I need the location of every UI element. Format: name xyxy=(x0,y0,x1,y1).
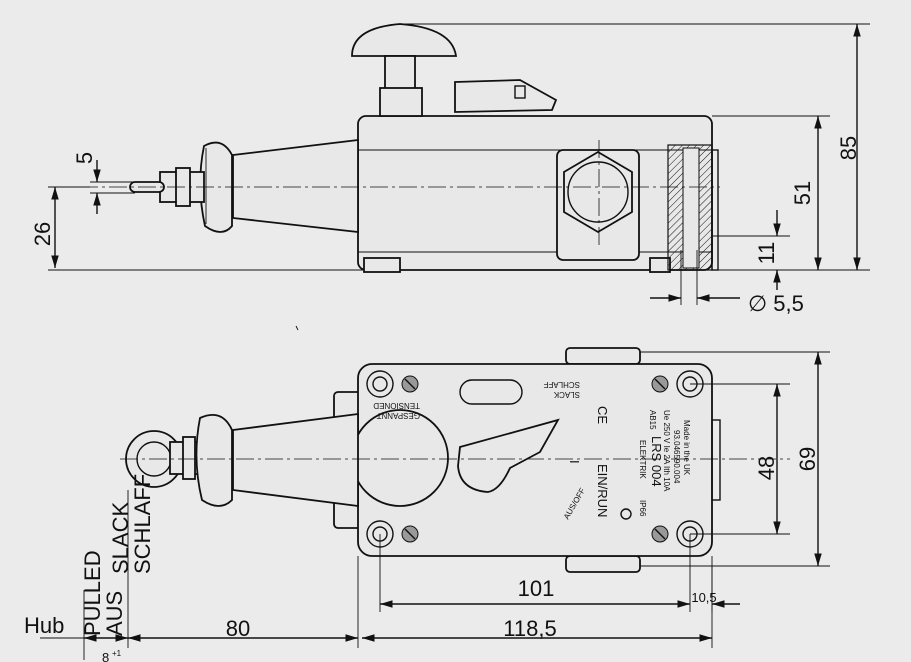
dim-11: 11 xyxy=(754,242,779,265)
dim-51: 51 xyxy=(790,181,815,205)
label-partno: 93.046590.004 xyxy=(672,430,681,484)
housing-side xyxy=(357,115,713,271)
side-view: 85 51 11 5 26 ∅ 5,5 xyxy=(30,23,870,331)
label-model: LRS 004 xyxy=(649,436,664,487)
dim-hole-diameter: ∅ 5,5 xyxy=(748,291,804,316)
ce-mark: CE xyxy=(595,406,610,424)
dim-8: 8 xyxy=(102,650,109,662)
tension-cone xyxy=(232,138,359,234)
label-hub: Hub xyxy=(24,613,64,638)
label-aus: AUS xyxy=(102,591,127,636)
label-gespannt: GESPANNT xyxy=(376,411,420,420)
label-i-mark: I xyxy=(567,460,582,464)
dim-48: 48 xyxy=(754,456,779,480)
label-rating: Ue 250 V Ie 2A Ith 10A xyxy=(662,410,671,492)
dim-80: 80 xyxy=(226,616,250,641)
dim-69: 69 xyxy=(795,447,820,471)
cable-gland xyxy=(556,149,640,261)
label-made: Made in the UK xyxy=(682,420,691,476)
reset-knob xyxy=(351,23,458,117)
label-ein-run: EIN/RUN xyxy=(595,464,610,517)
label-ab15: AB15 xyxy=(648,410,657,430)
label-schlaff-plate: SCHLAFF xyxy=(543,380,580,389)
dim-118-5: 118,5 xyxy=(503,616,556,641)
label-brand: ELEKTRIK xyxy=(638,440,647,479)
label-schlaff: SCHLAFF xyxy=(130,474,155,574)
indicator-lever xyxy=(454,79,558,113)
dim-26: 26 xyxy=(30,222,55,246)
dim-85: 85 xyxy=(836,136,861,160)
dim-8-sup: +1 xyxy=(112,649,122,658)
label-ip66: IP66 xyxy=(638,500,647,517)
indicator-lever-top xyxy=(457,418,560,493)
label-tensioned: TENSIONED xyxy=(373,401,420,410)
top-view: GESPANNT TENSIONED SLACK SCHLAFF CE EIN/… xyxy=(24,347,830,662)
label-slack: SLACK xyxy=(108,502,133,574)
dim-5: 5 xyxy=(72,152,97,164)
dim-101: 101 xyxy=(518,576,555,601)
dim-10-5: 10,5 xyxy=(691,590,716,605)
label-pulled: PULLED xyxy=(80,550,105,636)
mounting-screws xyxy=(366,370,704,548)
label-slack-plate: SLACK xyxy=(553,390,580,399)
reset-knob-top xyxy=(351,409,449,507)
